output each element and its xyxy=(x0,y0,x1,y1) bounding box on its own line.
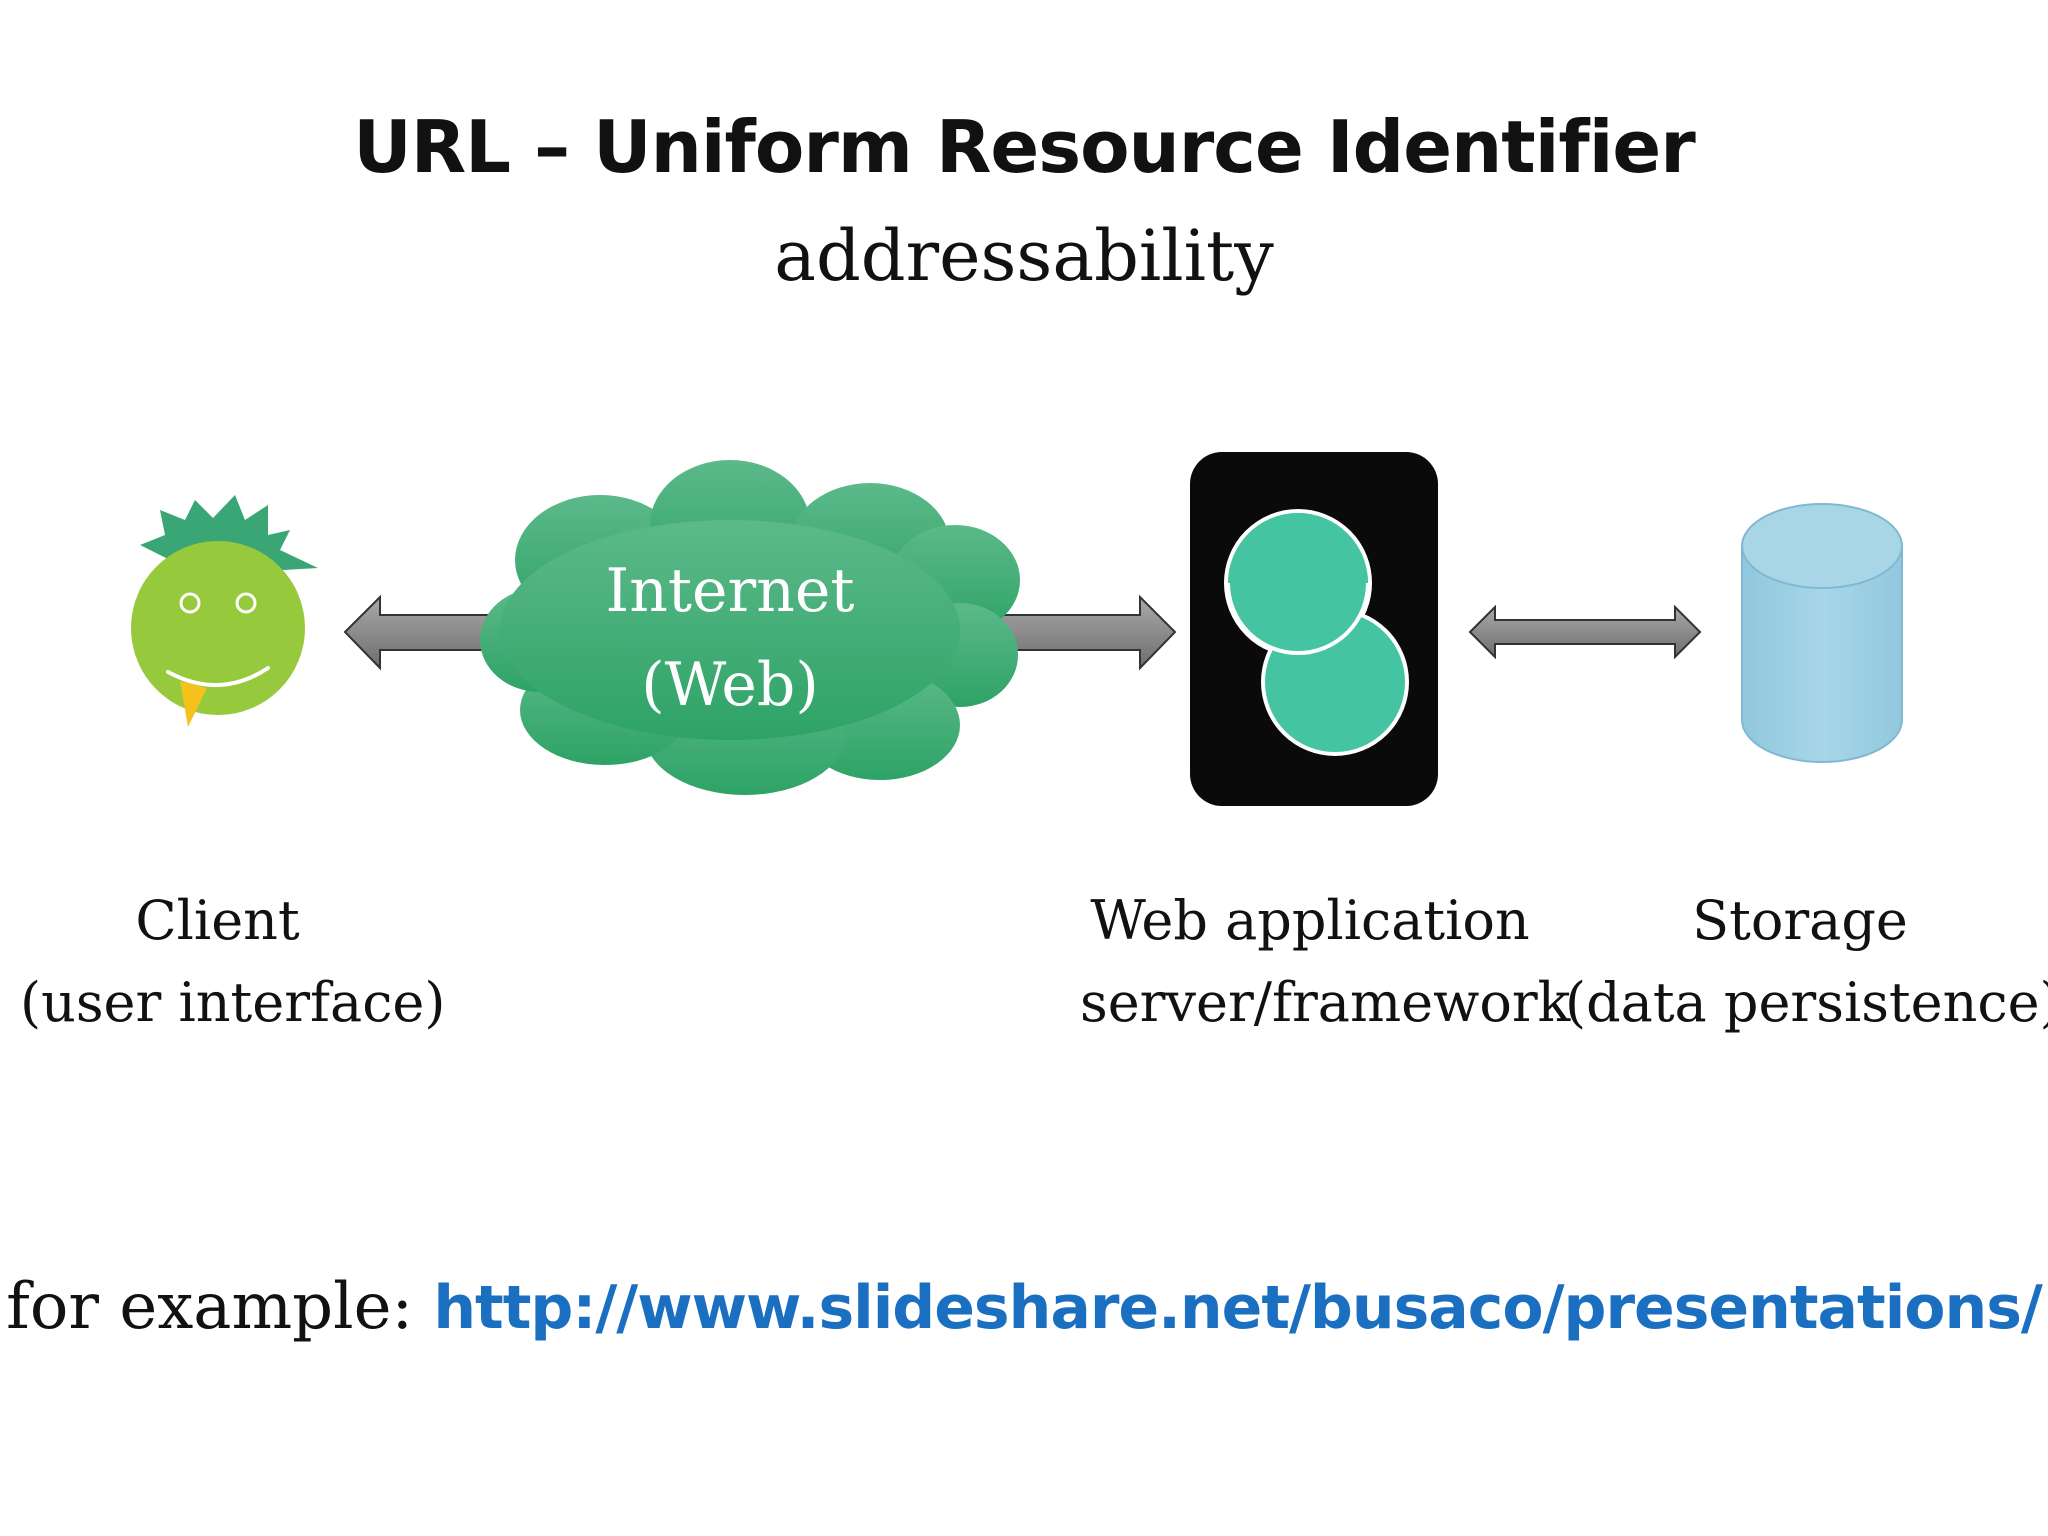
client-label-line2: (user interface) xyxy=(20,971,446,1034)
server-app-icon xyxy=(1190,452,1438,806)
arrow-client-internet xyxy=(343,594,501,671)
arrow-webapp-storage xyxy=(1468,604,1702,660)
client-label-line1: Client xyxy=(135,889,300,952)
storage-label-line1: Storage xyxy=(1692,889,1908,952)
database-cylinder-icon xyxy=(1741,503,1903,763)
smiley-face-icon xyxy=(131,495,318,727)
example-url-link[interactable]: http://www.slideshare.net/busaco/present… xyxy=(433,1273,2042,1343)
webapp-label: Web application server/framework xyxy=(1080,880,1571,1044)
page-subtitle: addressability xyxy=(774,215,1274,297)
webapp-label-line1: Web application xyxy=(1090,889,1530,952)
webapp-label-line2: server/framework xyxy=(1080,971,1571,1034)
arrow-internet-webapp xyxy=(999,594,1177,671)
client-label: Client (user interface) xyxy=(20,880,446,1044)
page-title: URL – Uniform Resource Identifier xyxy=(353,105,1696,189)
cloud-icon: Internet (Web) xyxy=(480,460,1020,795)
internet-label-line1: Internet xyxy=(606,556,855,626)
example-prefix: for example: xyxy=(6,1270,413,1344)
example-line: for example: http://www.slideshare.net/b… xyxy=(0,1270,2048,1344)
internet-label-line2: (Web) xyxy=(641,650,819,720)
storage-label: Storage (data persistence) xyxy=(1565,880,2048,1044)
storage-label-line2: (data persistence) xyxy=(1565,971,2048,1034)
